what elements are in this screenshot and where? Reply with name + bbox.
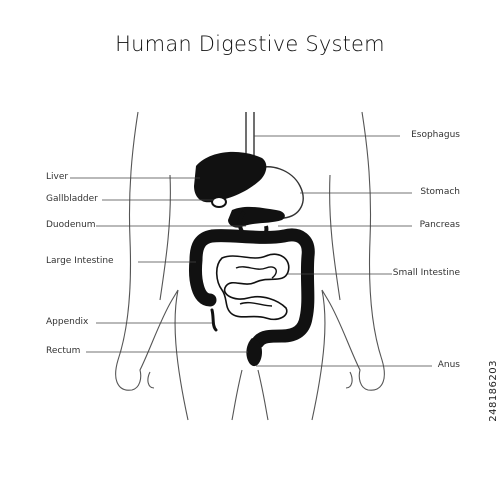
label-esophagus: Esophagus <box>411 130 460 140</box>
small-intestine-inner-coil <box>235 266 277 307</box>
right-thumb <box>345 371 353 389</box>
gallbladder-shape <box>211 196 227 208</box>
rectum-shape <box>246 338 262 367</box>
leader-lines <box>70 135 432 367</box>
label-gallbladder: Gallbladder <box>46 194 98 204</box>
torso-right-outline <box>311 111 385 421</box>
label-small-intestine: Small Intestine <box>392 268 460 278</box>
label-liver: Liver <box>46 172 69 182</box>
label-rectum: Rectum <box>46 346 81 356</box>
side-id-number: 248186203 <box>488 360 499 422</box>
label-appendix: Appendix <box>46 317 89 327</box>
label-duodenum: Duodenum <box>46 220 96 230</box>
label-stomach: Stomach <box>420 187 460 197</box>
leg-gap-left <box>231 369 243 421</box>
small-intestine-shape <box>215 253 290 321</box>
label-large-intestine: Large Intestine <box>46 256 114 266</box>
body-outline <box>115 111 385 421</box>
large-intestine-shape <box>189 228 315 349</box>
label-anus: Anus <box>437 360 460 370</box>
label-pancreas: Pancreas <box>419 220 460 230</box>
torso-left-outline <box>115 111 189 421</box>
left-thumb <box>147 371 155 389</box>
appendix-shape <box>210 308 218 332</box>
leg-gap-right <box>257 369 269 421</box>
liver-shape <box>194 151 267 203</box>
diagram-title: Human Digestive System <box>115 32 385 56</box>
right-arm-outline <box>329 174 341 301</box>
left-arm-outline <box>159 174 171 301</box>
